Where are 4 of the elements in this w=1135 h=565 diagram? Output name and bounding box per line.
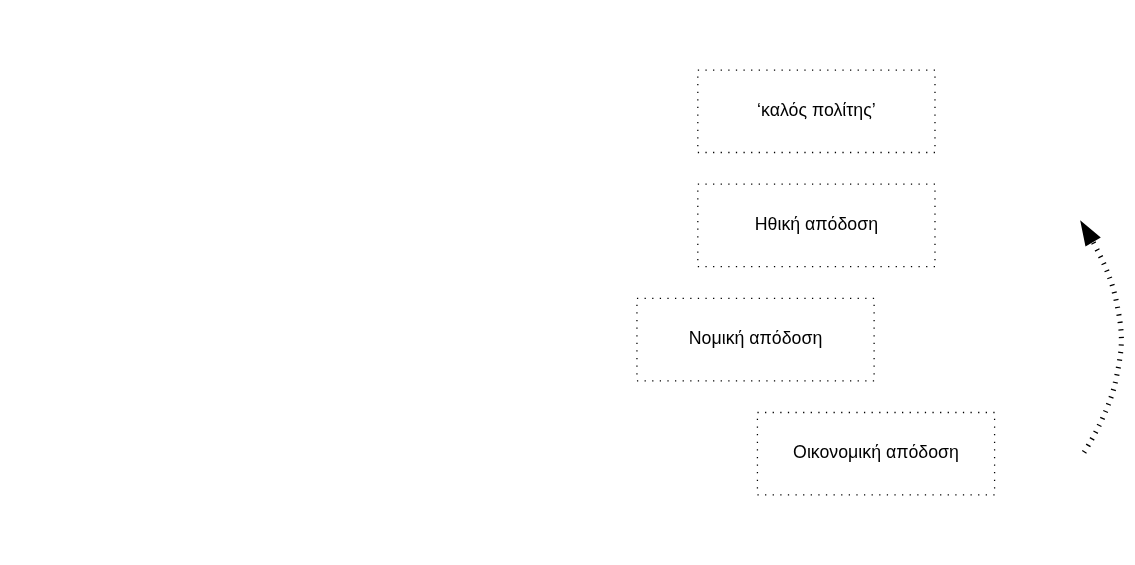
node-box: ‘καλός πολίτης’ [697,69,936,154]
node-box: Οικονομική απόδοση [756,411,996,496]
node-box: Νομική απόδοση [636,297,875,382]
node-box: Ηθική απόδοση [697,183,936,268]
